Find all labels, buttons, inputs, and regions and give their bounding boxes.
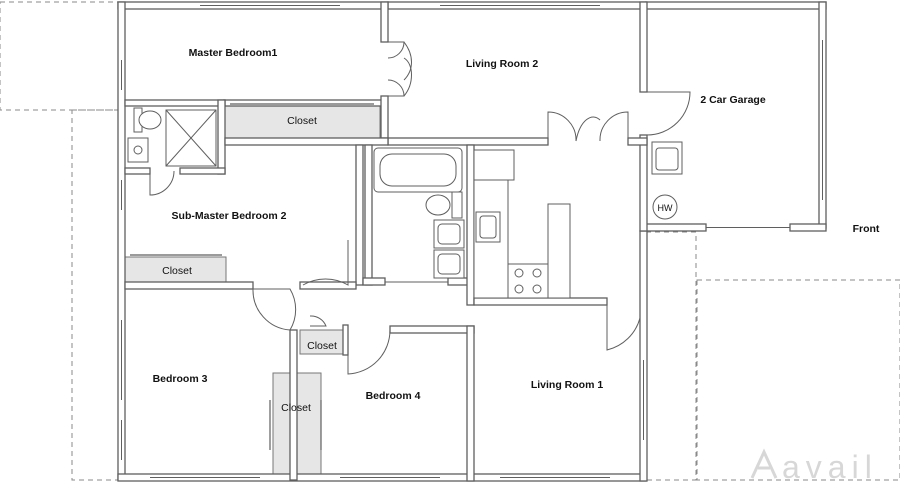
closet-master-label: Closet [287, 115, 317, 127]
wall-master-bath-right [217, 99, 226, 175]
door-hall-closet [309, 315, 327, 327]
wall-bed3-right [289, 329, 298, 481]
door-lr2-kitchen-c [575, 116, 601, 142]
room-master-bedroom: Master Bedroom1 [189, 47, 278, 59]
water-heater-label: HW [658, 203, 673, 213]
wall-top-right [645, 1, 827, 10]
hall-closet-area [299, 329, 347, 355]
stove-icon [507, 263, 549, 299]
wall-kitchen-bottom [473, 297, 608, 306]
wall-sub-master-top [224, 137, 389, 146]
wall-garage-left-lower [639, 134, 648, 232]
wall-master-right-lower [380, 95, 389, 139]
closet-hall-label: Closet [307, 340, 337, 352]
closet-areas [123, 105, 381, 478]
wall-master-bath-bottom [124, 167, 151, 175]
wall-bath-bottom [362, 277, 386, 286]
wall-bath-left [355, 144, 364, 286]
wall-kitchen-left [466, 144, 475, 306]
closet-sub-master-label: Closet [162, 265, 192, 277]
windows [121, 5, 823, 478]
hall-toilet-tank [451, 191, 463, 219]
door-master-bath [149, 170, 175, 196]
refrigerator [473, 149, 515, 181]
room-living-room-1: Living Room 1 [531, 379, 603, 391]
wall-bed4-top [389, 325, 475, 334]
avail-watermark: avail [750, 448, 878, 484]
walls [117, 1, 827, 482]
wall-lr2-bottom-right [627, 137, 648, 146]
master-closet-area [223, 105, 381, 139]
walkway-right [645, 231, 697, 481]
wall-master-right [380, 1, 389, 43]
doors [149, 41, 790, 375]
hall-toilet-icon [425, 194, 451, 216]
walkway-left [71, 109, 119, 481]
wall-sub-master-bottom-r [299, 281, 357, 290]
door-bed4 [347, 329, 391, 375]
wall-garage-bottom [645, 223, 707, 232]
fixtures [127, 107, 683, 299]
closet-bedroom4-label: Closet [281, 402, 311, 414]
wall-master-closet-top [223, 99, 385, 107]
door-lr2-left-b [387, 79, 405, 97]
patio-top-left [0, 1, 119, 111]
room-sub-master-bedroom: Sub-Master Bedroom 2 [172, 210, 287, 222]
wall-hall-closet-right [342, 324, 349, 356]
door-lr2-kitchen-b [599, 111, 629, 142]
master-toilet-icon [138, 110, 162, 130]
wall-right-lower [639, 230, 648, 482]
watermark-brand: avail [782, 449, 878, 484]
wall-bed4-right [466, 325, 475, 482]
closet-rods [130, 103, 374, 450]
door-lr2-double-1 [403, 41, 412, 81]
door-lr2-left [387, 41, 405, 59]
room-living-room-2: Living Room 2 [466, 58, 538, 70]
wall-master-bath-bottom-r [179, 167, 226, 175]
door-garage [643, 91, 691, 136]
door-sub-master [302, 240, 349, 286]
avail-logo-icon [750, 448, 778, 479]
wall-bath-left2 [364, 144, 373, 286]
door-bed3-arc [252, 288, 291, 331]
door-bed3 [253, 288, 297, 331]
door-lr2-double-2 [403, 57, 412, 97]
water-heater-icon [652, 194, 678, 220]
door-lr2-kitchen [547, 111, 577, 142]
room-bedroom-3: Bedroom 3 [153, 373, 208, 385]
wall-garage-left [639, 1, 648, 93]
driveway [696, 279, 900, 481]
room-bedroom-4: Bedroom 4 [366, 390, 421, 402]
door-lr1 [606, 305, 641, 351]
wall-garage-bottom-right [789, 223, 827, 232]
wall-lr2-bottom [387, 137, 549, 146]
room-garage: 2 Car Garage [700, 94, 766, 106]
counter-right [547, 203, 571, 299]
wall-sub-master-bottom [124, 281, 254, 290]
front-label: Front [853, 223, 880, 235]
wall-master-bath-top [124, 99, 226, 107]
